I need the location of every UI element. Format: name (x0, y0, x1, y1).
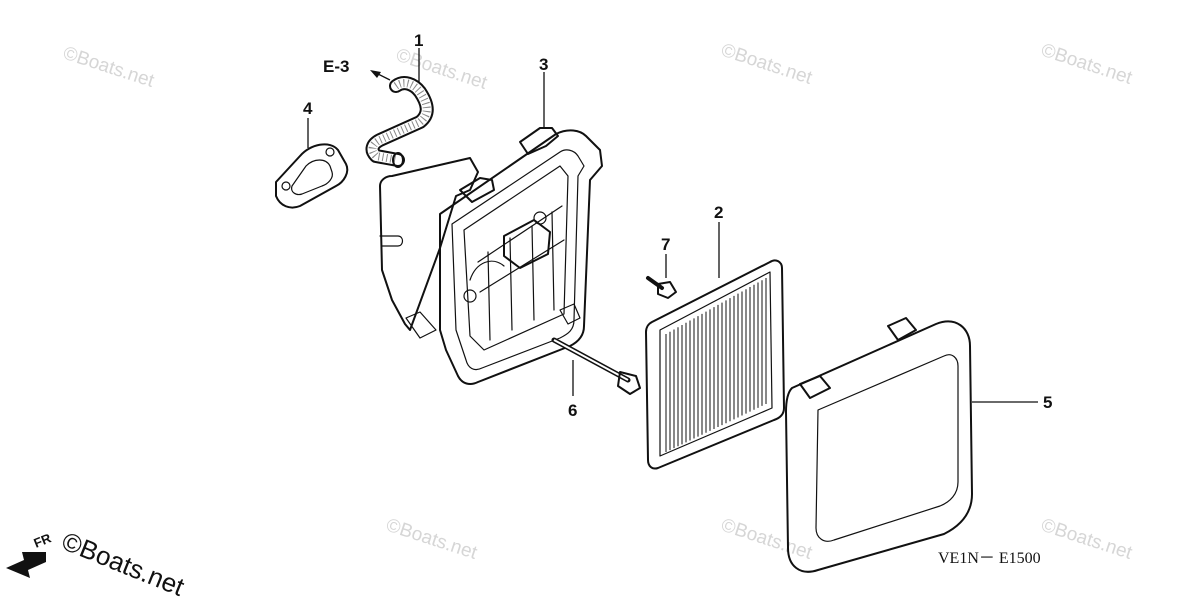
corner-watermark: ©Boats.net (58, 526, 190, 598)
part-numbers: 1 2 3 4 5 6 7 (303, 31, 1052, 420)
leader-lines (307, 48, 1038, 403)
watermark: ©Boats.net (1038, 515, 1135, 564)
watermarks: ©Boats.net ©Boats.net ©Boats.net ©Boats.… (60, 40, 1135, 564)
watermark: ©Boats.net (718, 40, 815, 89)
part-label-3: 3 (539, 55, 548, 74)
watermark: ©Boats.net (718, 515, 815, 564)
part-label-2: 2 (714, 203, 723, 222)
filter-element (645, 259, 785, 470)
air-cleaner-cover (785, 317, 973, 573)
front-arrow-icon (6, 552, 46, 578)
reference-arrow: E-3 (323, 57, 391, 81)
watermark: ©Boats.net (383, 515, 480, 564)
watermark: ©Boats.net (60, 43, 157, 92)
part-label-1: 1 (414, 31, 423, 50)
filter-pleats (665, 278, 767, 452)
part-label-5: 5 (1043, 393, 1052, 412)
long-bolt (551, 337, 641, 395)
small-bolt (646, 276, 677, 299)
gasket (275, 143, 349, 209)
part-label-4: 4 (303, 99, 313, 118)
front-direction-indicator: FR (6, 530, 54, 578)
part-label-7: 7 (661, 235, 670, 254)
air-cleaner-case (379, 127, 603, 385)
direction-label: FR (32, 530, 54, 551)
reference-label: E-3 (323, 57, 349, 76)
part-label-6: 6 (568, 401, 577, 420)
diagram-code: VE1N－ E1500 (938, 550, 1041, 567)
watermark: ©Boats.net (1038, 40, 1135, 89)
breather-hose (365, 76, 434, 168)
